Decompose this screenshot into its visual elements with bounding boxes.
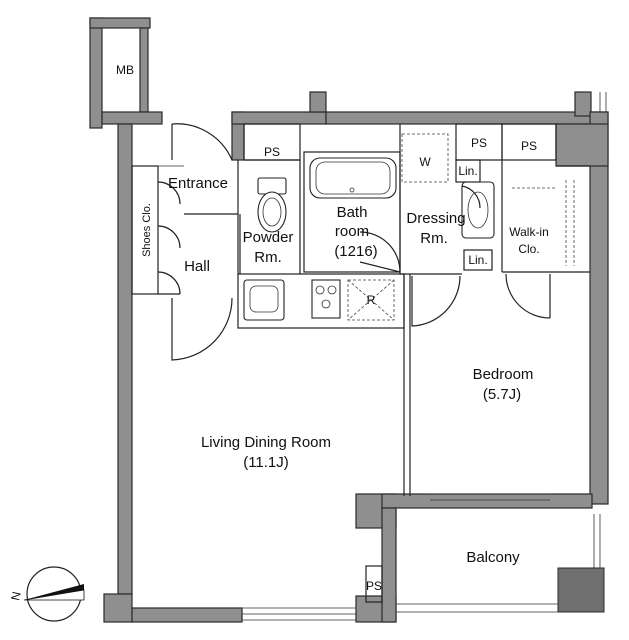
north-arrow-icon [24,584,84,600]
label-bath-2: room [335,223,369,240]
label-bedroom-1: Bedroom [473,366,534,383]
label-hall: Hall [184,258,210,275]
outer-walls [89,17,609,623]
label-dressing-2: Rm. [420,230,448,247]
label-entrance: Entrance [168,175,228,192]
door-swings [157,123,551,361]
label-linen-2: Lin. [468,253,487,267]
windows [242,92,607,621]
compass: N [8,566,85,622]
label-balcony: Balcony [466,549,520,566]
fixtures [243,133,575,321]
label-bedroom-2: (5.7J) [483,386,521,403]
room-labels: MB PS PS PS PS Entrance Shoes Clo. Hall … [116,63,549,593]
label-walkin-2: Clo. [518,242,539,256]
label-mb: MB [116,63,134,77]
label-living-dining-2: (11.1J) [243,454,289,471]
label-living-dining-1: Living Dining Room [201,434,331,451]
compass-north-label: N [8,590,23,601]
label-bath-3: (1216) [334,243,377,260]
label-ps-mid: PS [471,136,487,150]
partitions [131,123,590,603]
label-ps-right: PS [521,139,537,153]
label-walkin-1: Walk-in [509,225,549,239]
label-linen-1: Lin. [458,164,477,178]
label-powder-1: Powder [243,229,294,246]
label-fridge: R [367,293,376,307]
label-bath-1: Bath [337,204,368,221]
label-ps-top: PS [264,145,280,159]
label-powder-2: Rm. [254,249,282,266]
label-shoes-closet: Shoes Clo. [141,203,153,257]
label-dressing-1: Dressing [406,210,465,227]
label-ps-bottom: PS [366,579,382,593]
label-washer: W [419,155,431,169]
